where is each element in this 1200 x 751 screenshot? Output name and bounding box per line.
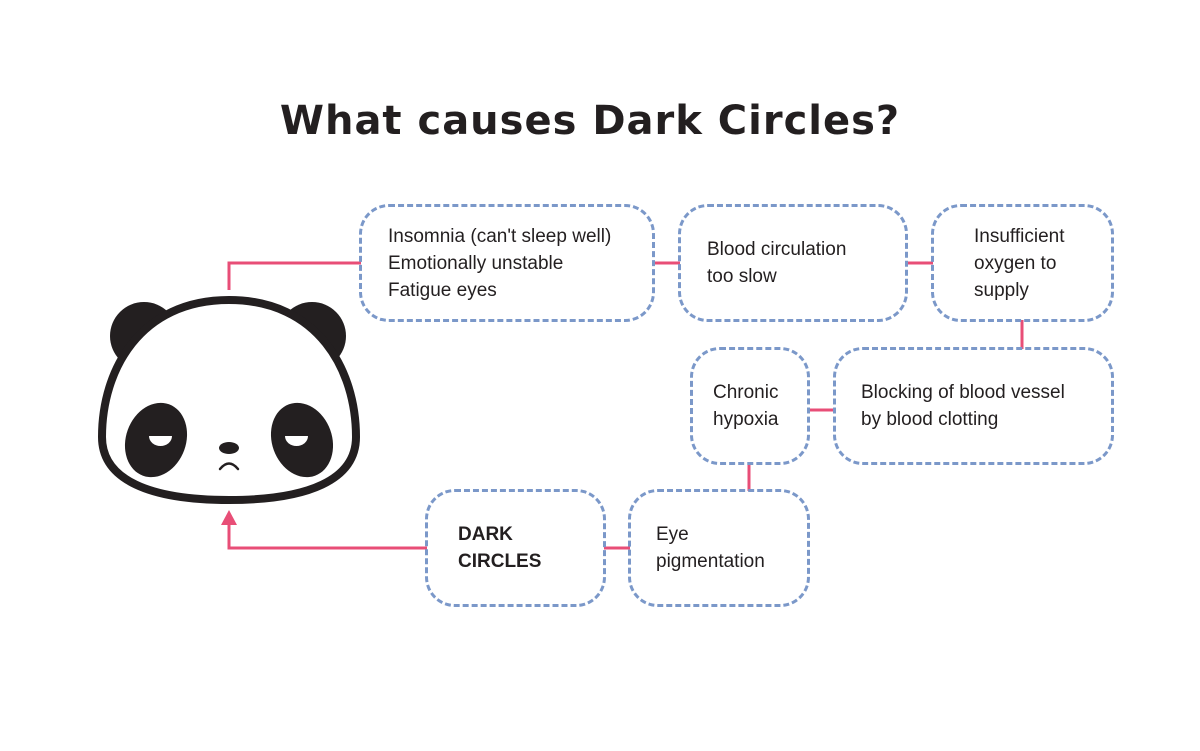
dark-circles-label: CIRCLES — [458, 551, 542, 572]
node-chronic-hypoxia: Chronic hypoxia — [690, 347, 810, 465]
node-text: hypoxia — [713, 409, 779, 430]
node-text: Emotionally unstable — [388, 252, 564, 274]
node-text: Insufficient — [974, 225, 1065, 247]
node-text: Blood circulation — [707, 239, 847, 260]
node-text: supply — [974, 279, 1029, 301]
connector-panda-to-insomnia — [227, 261, 361, 290]
node-text: Insomnia (can't sleep well) — [388, 225, 612, 247]
node-text: by blood clotting — [861, 409, 999, 430]
sad-panda-face-icon — [97, 295, 361, 505]
connector-dark-to-panda — [227, 522, 427, 550]
diagram-title: What causes Dark Circles? — [279, 98, 901, 144]
node-text: Blocking of blood vessel — [861, 382, 1065, 403]
dark-circles-label: DARK — [458, 524, 513, 545]
node-blood-circulation: Blood circulation too slow — [678, 204, 908, 322]
node-blocking-blood-vessel: Blocking of blood vessel by blood clotti… — [833, 347, 1114, 465]
node-insomnia: Insomnia (can't sleep well) Emotionally … — [359, 204, 655, 322]
node-text: oxygen to — [974, 252, 1057, 274]
arrowhead-icon — [221, 510, 237, 525]
node-text: Chronic — [713, 382, 779, 403]
node-dark-circles: DARK CIRCLES — [425, 489, 606, 607]
node-text: Eye — [656, 524, 689, 545]
node-text: pigmentation — [656, 551, 765, 572]
node-text: Fatigue eyes — [388, 279, 497, 301]
node-eye-pigmentation: Eye pigmentation — [628, 489, 810, 607]
node-text: too slow — [707, 266, 777, 287]
node-insufficient-oxygen: Insufficient oxygen to supply — [931, 204, 1114, 322]
